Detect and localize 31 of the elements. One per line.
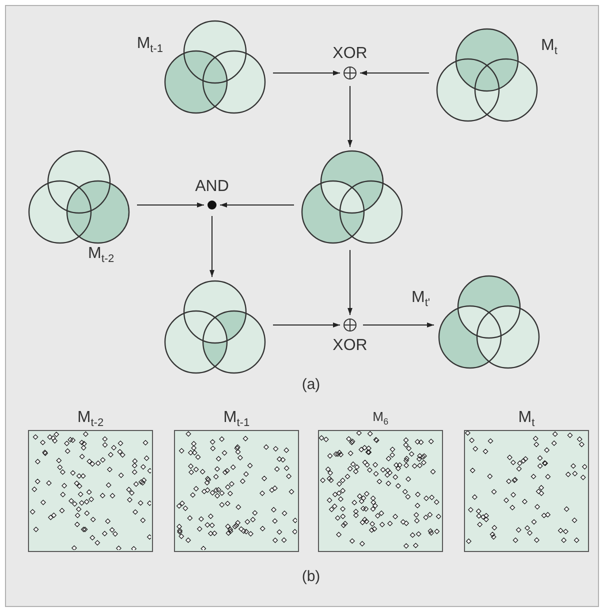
plot-title: M$_{t-2}$ xyxy=(76,410,105,430)
arrow xyxy=(272,70,340,76)
venn-diagram-drawing xyxy=(300,150,404,244)
arrow xyxy=(348,250,352,316)
operator-label: XOR xyxy=(332,46,368,62)
arrow xyxy=(348,86,352,148)
venn-diagram-drawing xyxy=(163,20,267,114)
arrow xyxy=(220,202,294,208)
and-operator-dot xyxy=(207,200,217,210)
arrow xyxy=(360,70,430,76)
xor-operator-symbol xyxy=(343,318,357,332)
operator-label: AND xyxy=(195,179,229,195)
venn-diagram-drawing xyxy=(27,150,131,244)
xor-operator-symbol xyxy=(343,66,357,80)
set-label: M$_{t'}$ xyxy=(412,290,430,310)
set-label: M$_{t-2}$ xyxy=(88,246,114,266)
plot-title: M$_{6}$ xyxy=(372,410,390,429)
panel-caption: (a) xyxy=(302,376,320,393)
venn-diagram-drawing xyxy=(163,280,267,374)
venn-diagram-drawing xyxy=(435,28,539,122)
set-label: M$_{t}$ xyxy=(541,38,558,58)
arrow xyxy=(272,322,340,328)
venn-diagram-drawing xyxy=(437,275,541,369)
arrow xyxy=(362,322,434,328)
operator-label: XOR xyxy=(332,338,368,354)
arrow xyxy=(136,202,204,208)
set-label: M$_{t-1}$ xyxy=(136,36,163,56)
panel-caption: (b) xyxy=(302,568,320,585)
plot-title: M$_{t}$ xyxy=(517,410,536,430)
arrow xyxy=(210,216,214,278)
plot-title: M$_{t-1}$ xyxy=(222,410,251,430)
